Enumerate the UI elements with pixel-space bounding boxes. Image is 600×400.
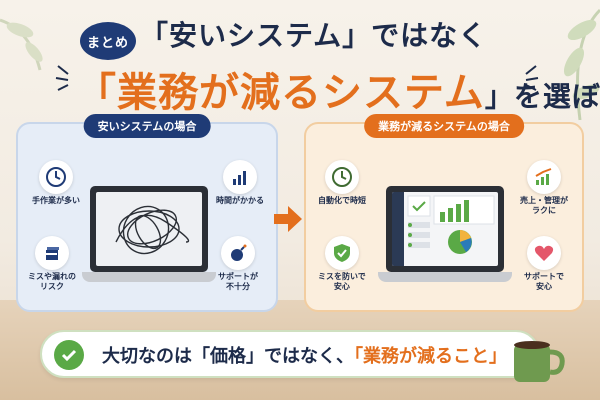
bar-chart-icon	[233, 171, 246, 185]
summary-badge: まとめ	[80, 22, 136, 60]
badge-prevent-errors: ミスを防いで 安心	[318, 236, 366, 292]
plant-left-decoration	[0, 18, 43, 71]
arrow-right-icon	[274, 206, 302, 232]
badge-automation: 自動化で時短	[318, 160, 366, 206]
check-icon	[54, 340, 84, 370]
key-message-bar: 大切なのは「価格」ではなく、「業務が減ること」	[40, 330, 540, 378]
badge-poor-support: サポートが 不十分	[218, 236, 258, 292]
tangled-lines-graphic	[115, 205, 190, 255]
shield-check-icon	[333, 244, 350, 262]
badge-takes-time: 時間がかかる	[216, 160, 264, 206]
headline-emphasis: 業務が減るシステム	[117, 70, 485, 116]
laptop-dashboard	[378, 186, 512, 298]
headline-tail: 」を選ぼう	[484, 80, 600, 113]
key-message-text: 大切なのは「価格」ではなく、「業務が減ること」	[102, 346, 507, 367]
efficient-system-title: 業務が減るシステムの場合	[364, 114, 524, 138]
cheap-system-panel: 安いシステムの場合 手作業が多い ミスや漏れの リスク 時間がかかる サポートが…	[16, 114, 278, 312]
growth-chart-icon	[535, 168, 552, 185]
coffee-mug-illustration	[514, 341, 565, 382]
badge-support-relief: サポートで 安心	[524, 236, 564, 292]
accent-marks-right	[525, 65, 539, 91]
laptop-tangled	[82, 186, 216, 298]
bomb-icon	[231, 244, 247, 261]
clock-icon	[46, 167, 66, 187]
badge-easy-management: 売上・管理が ラクに	[520, 160, 568, 216]
headline-line-1: 「安いシステム」ではなく	[140, 19, 488, 52]
plant-right-decoration	[563, 8, 600, 121]
cheap-system-title: 安いシステムの場合	[83, 114, 211, 138]
headline-line-2: 「業務が減るシステム」を選ぼう	[76, 60, 600, 118]
heart-icon	[534, 245, 554, 261]
clock-icon	[332, 167, 352, 187]
badge-manual-work: 手作業が多い	[32, 160, 80, 206]
dashboard-graphic	[392, 192, 495, 266]
documents-icon	[45, 247, 59, 260]
accent-marks-left	[55, 65, 69, 91]
headline-open-bracket: 「	[76, 70, 117, 116]
efficient-system-panel: 業務が減るシステムの場合 自動化で時短 ミスを防いで 安心 売上・管理が ラクに…	[304, 114, 584, 312]
badge-error-risk: ミスや漏れの リスク	[28, 236, 76, 292]
